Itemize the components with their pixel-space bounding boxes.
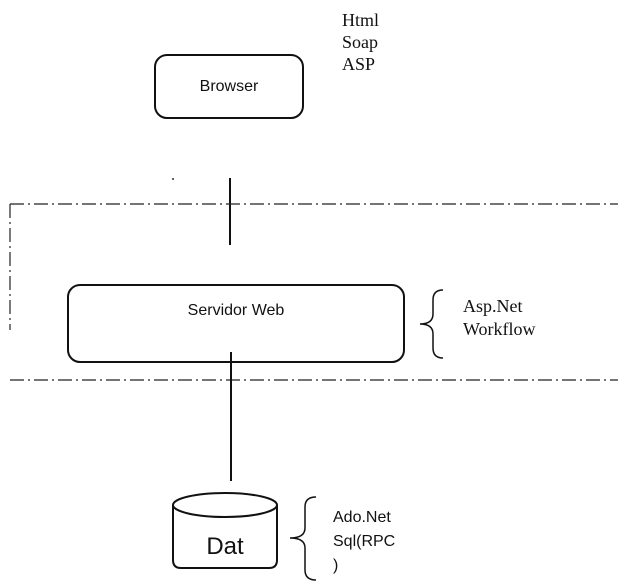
browser-node: Browser (154, 54, 304, 119)
browser-tech-line: Html (342, 10, 379, 30)
database-cylinder-top (172, 492, 278, 518)
database-brace-icon (289, 496, 317, 581)
database-node: Dat (172, 492, 278, 569)
database-cylinder-body (172, 505, 278, 569)
server-tech-annotation: Asp.Net Workflow (463, 296, 536, 339)
web-server-label: Servidor Web (188, 302, 285, 319)
database-label: Dat (206, 533, 244, 560)
web-server-box (67, 284, 405, 363)
stray-dot (172, 178, 174, 180)
server-brace-icon (419, 289, 444, 359)
database-tech-annotation: Ado.Net Sql(RPC ) (333, 509, 395, 574)
database-tech-line: ) (333, 557, 338, 574)
server-tech-line: Asp.Net (463, 296, 523, 316)
browser-tech-annotation: Html Soap ASP (342, 10, 379, 74)
browser-tech-line: Soap (342, 32, 378, 52)
server-tech-line: Workflow (463, 319, 536, 339)
browser-label: Browser (200, 78, 259, 95)
web-server-node: Servidor Web (67, 284, 405, 363)
browser-box (154, 54, 304, 119)
database-tech-line: Sql(RPC (333, 533, 395, 550)
browser-tech-line: ASP (342, 54, 375, 74)
server-tier-boundary (9, 203, 618, 381)
database-tech-line: Ado.Net (333, 509, 391, 526)
